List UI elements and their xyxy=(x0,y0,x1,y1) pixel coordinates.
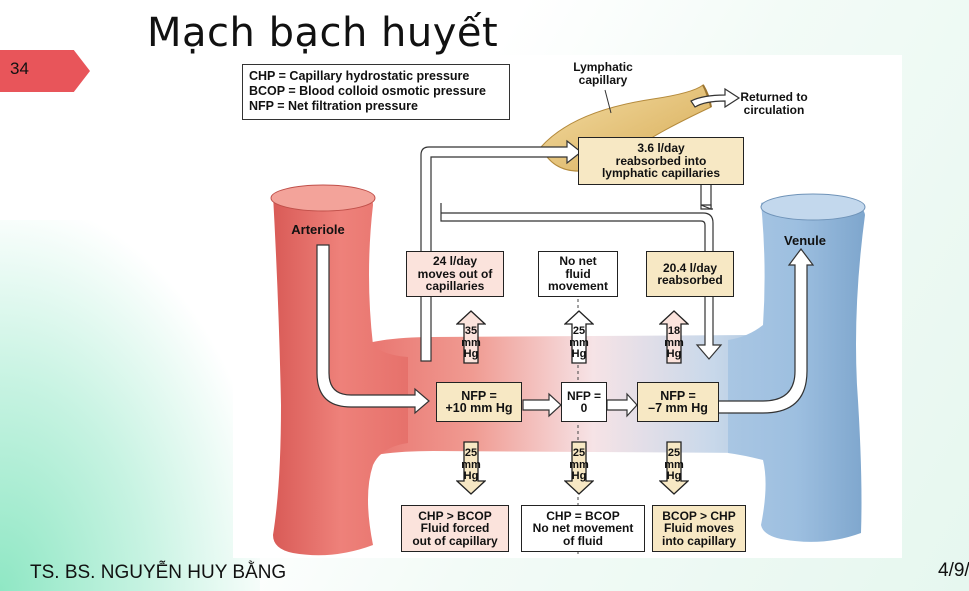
arteriole-vessel xyxy=(273,186,408,556)
lymph-reabsorbed-box: 3.6 l/day reabsorbed into lymphatic capi… xyxy=(578,137,744,185)
background-gradient xyxy=(0,220,260,591)
no-net-line3: movement xyxy=(547,279,609,294)
chp-arrow-middle: 25 mm Hg xyxy=(564,310,594,364)
chp-middle-text: 25 mm Hg xyxy=(564,325,594,361)
slide-title: Mạch bạch huyết xyxy=(147,10,499,56)
outflow-line1: 24 l/day xyxy=(432,254,478,269)
bcop-right-value: 25 xyxy=(667,447,681,459)
chp-arrow-right: 18 mm Hg xyxy=(659,310,689,364)
lymphatic-capillary-label-line2: capillary xyxy=(578,73,628,87)
chp-equal-box: CHP = BCOP No net movement of fluid xyxy=(521,505,645,552)
bcop-arrow-left: 25 mm Hg xyxy=(456,441,486,495)
returned-label-line2: circulation xyxy=(743,103,805,117)
chp-middle-unit2: Hg xyxy=(571,348,587,360)
nfp-left-line1: NFP = xyxy=(461,388,497,403)
bcop-arrow-middle: 25 mm Hg xyxy=(564,441,594,495)
lymphatic-capillary-label-line1: Lymphatic xyxy=(573,60,633,74)
chp-left-unit1: mm xyxy=(461,336,481,349)
arteriole-label: Arteriole xyxy=(291,222,345,237)
bcop-greater-line3: into capillary xyxy=(661,533,737,548)
nfp-right-line2: –7 mm Hg xyxy=(648,401,708,415)
bcop-middle-value: 25 xyxy=(572,447,586,459)
chp-greater-line2: Fluid forced xyxy=(420,521,490,536)
lymph-reabsorbed-line3: lymphatic capillaries xyxy=(601,166,721,181)
no-net-movement-box: No net fluid movement xyxy=(538,251,618,297)
bcop-left-unit2: Hg xyxy=(463,470,479,482)
nfp-middle-line1: NFP = 0 xyxy=(566,388,602,415)
chp-middle-unit1: mm xyxy=(569,336,589,349)
chp-greater-line3: out of capillary xyxy=(412,533,498,548)
bcop-right-text: 25 mm Hg xyxy=(659,447,689,483)
legend-nfp: NFP = Net filtration pressure xyxy=(249,99,418,113)
chp-right-text: 18 mm Hg xyxy=(659,325,689,361)
bcop-left-value: 25 xyxy=(464,447,478,459)
bcop-left-unit1: mm xyxy=(461,458,481,471)
slide-number-badge: 34 xyxy=(0,50,90,92)
chp-left-text: 35 mm Hg xyxy=(456,325,486,361)
footer-date: 4/9/ xyxy=(938,560,969,581)
chp-equal-line3: of fluid xyxy=(563,533,603,548)
bcop-arrow-right: 25 mm Hg xyxy=(659,441,689,495)
bcop-middle-text: 25 mm Hg xyxy=(564,447,594,483)
bcop-greater-box: BCOP > CHP Fluid moves into capillary xyxy=(652,505,746,552)
legend-chp: CHP = Capillary hydrostatic pressure xyxy=(249,69,470,83)
vessel-illustration xyxy=(270,84,866,556)
reabsorbed-box: 20.4 l/day reabsorbed xyxy=(646,251,734,297)
venule-label: Venule xyxy=(784,233,826,248)
chp-equal-line2: No net movement xyxy=(532,521,634,536)
chp-greater-line1: CHP > BCOP xyxy=(418,508,492,523)
chp-left-value: 35 xyxy=(464,325,478,337)
chp-greater-box: CHP > BCOP Fluid forced out of capillary xyxy=(401,505,509,552)
bcop-greater-line2: Fluid moves xyxy=(663,521,734,536)
reabsorbed-line2: reabsorbed xyxy=(657,273,723,287)
returned-label-line1: Returned to xyxy=(740,90,808,104)
nfp-right-box: NFP = –7 mm Hg xyxy=(637,382,719,422)
chp-right-unit2: Hg xyxy=(666,348,682,360)
lymphatic-capillary-label: Lymphatic capillary xyxy=(563,61,643,87)
outflow-line2: moves out of xyxy=(417,266,493,281)
outflow-box: 24 l/day moves out of capillaries xyxy=(406,251,504,297)
capillary-exchange-figure: CHP = Capillary hydrostatic pressure BCO… xyxy=(233,55,902,558)
returned-to-circulation-label: Returned to circulation xyxy=(731,91,817,117)
bcop-middle-unit1: mm xyxy=(569,458,589,471)
bcop-right-unit2: Hg xyxy=(666,470,682,482)
bcop-right-unit1: mm xyxy=(664,458,684,471)
bcop-left-text: 25 mm Hg xyxy=(456,447,486,483)
no-net-line2: fluid xyxy=(565,266,591,281)
nfp-left-box: NFP = +10 mm Hg xyxy=(436,382,522,422)
bcop-middle-unit2: Hg xyxy=(571,470,587,482)
legend-bcop: BCOP = Blood colloid osmotic pressure xyxy=(249,84,486,98)
nfp-right-line1: NFP = xyxy=(660,388,696,403)
reabsorbed-line1: 20.4 l/day xyxy=(662,260,718,275)
outflow-line3: capillaries xyxy=(425,279,485,294)
footer-author: TS. BS. NGUYỄN HUY BẰNG xyxy=(30,562,287,583)
bcop-greater-line1: BCOP > CHP xyxy=(662,508,736,523)
lymph-reabsorbed-line2: reabsorbed into xyxy=(615,153,707,168)
lymph-reabsorbed-line1: 3.6 l/day xyxy=(637,141,685,156)
chp-equal-line1: CHP = BCOP xyxy=(546,508,620,523)
legend-box: CHP = Capillary hydrostatic pressure BCO… xyxy=(242,64,510,120)
no-net-line1: No net xyxy=(559,254,597,269)
chp-left-unit2: Hg xyxy=(463,348,479,360)
chp-right-value: 18 xyxy=(667,325,681,337)
chp-right-unit1: mm xyxy=(664,336,684,349)
nfp-middle-box: NFP = 0 xyxy=(561,382,607,422)
chp-middle-value: 25 xyxy=(572,325,586,337)
slide-number: 34 xyxy=(10,59,29,78)
chp-arrow-left: 35 mm Hg xyxy=(456,310,486,364)
nfp-left-line2: +10 mm Hg xyxy=(445,401,513,415)
